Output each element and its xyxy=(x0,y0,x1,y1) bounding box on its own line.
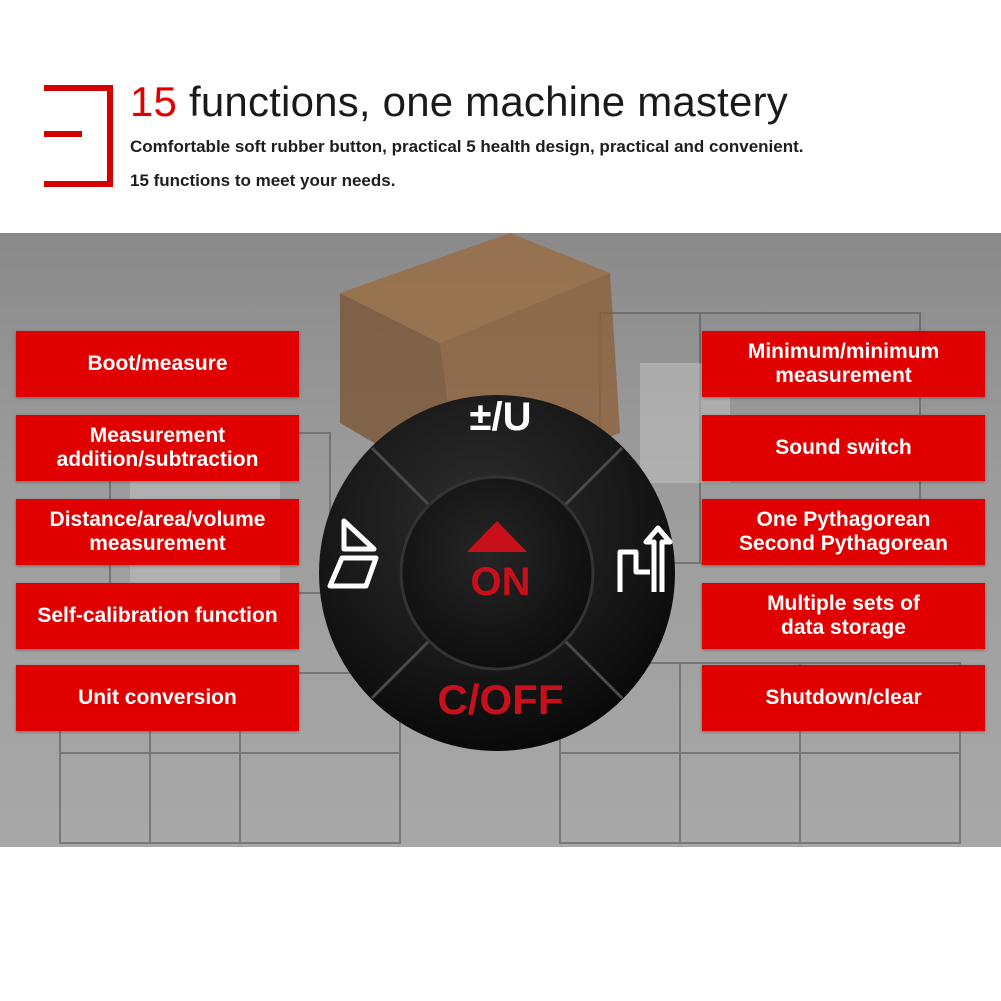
subtitle-line-1: Comfortable soft rubber button, practica… xyxy=(130,137,804,156)
label-boot-measure: Boot/measure xyxy=(16,331,299,397)
area-volume-icon xyxy=(327,518,379,589)
label-unit-conversion: Unit conversion xyxy=(16,665,299,731)
page-title: 15 functions, one machine mastery xyxy=(130,78,788,125)
up-triangle-icon xyxy=(467,521,527,552)
button-panel xyxy=(319,395,675,751)
subtitle-line-2: 15 functions to meet your needs. xyxy=(130,171,396,190)
label-min-measurement: Minimum/minimum measurement xyxy=(702,331,985,397)
label-measurement-add-subtract: Measurement addition/subtraction xyxy=(16,415,299,481)
label-shutdown-clear: Shutdown/clear xyxy=(702,665,985,731)
top-button-label: ±/U xyxy=(469,395,532,439)
pythagorean-icon xyxy=(617,525,673,592)
label-data-storage: Multiple sets of data storage xyxy=(702,583,985,649)
label-sound-switch: Sound switch xyxy=(702,415,985,481)
brand-logo xyxy=(44,85,113,187)
label-pythagorean: One Pythagorean Second Pythagorean xyxy=(702,499,985,565)
on-button[interactable] xyxy=(399,475,595,671)
label-distance-area-volume: Distance/area/volume measurement xyxy=(16,499,299,565)
off-button-label: C/OFF xyxy=(437,676,564,723)
on-button-label: ON xyxy=(470,560,531,604)
label-self-calibration: Self-calibration function xyxy=(16,583,299,649)
